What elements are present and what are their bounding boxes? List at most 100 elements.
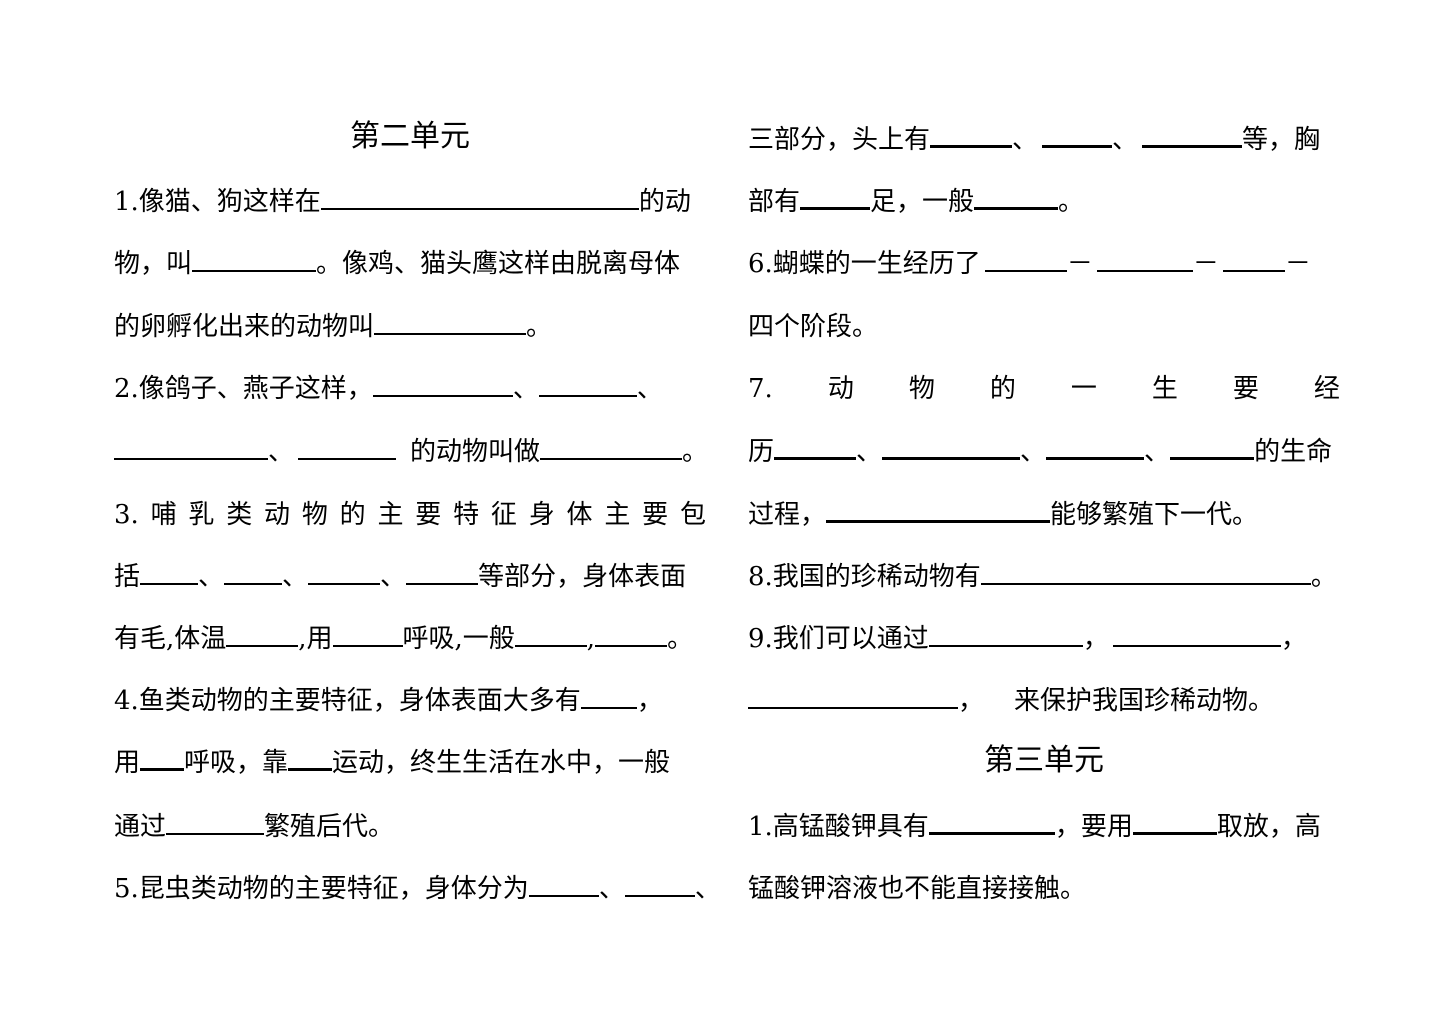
answer-blank[interactable] <box>372 371 513 397</box>
text: ,用 <box>298 624 333 654</box>
char: 类 <box>226 500 253 530</box>
text: 。像鸡、猫头鹰这样由脱离母体 <box>316 249 681 279</box>
answer-blank[interactable] <box>826 496 1051 523</box>
text: 通过 <box>114 812 167 842</box>
text: 能够繁殖下一代。 <box>1050 500 1259 530</box>
answer-blank[interactable] <box>192 246 317 272</box>
char: 要 <box>642 500 669 530</box>
text: 2.像鸽子、燕子这样， <box>114 374 373 404</box>
answer-blank[interactable] <box>298 434 397 460</box>
answer-blank[interactable] <box>226 621 299 647</box>
text: 、 <box>1012 125 1039 155</box>
answer-blank[interactable] <box>320 184 639 210</box>
char: 哺 <box>150 500 177 530</box>
text: 等部分，身体表面 <box>478 562 687 592</box>
text: 四个阶段。 <box>748 312 879 342</box>
text: 部有 <box>748 187 801 217</box>
unit-2-title: 第二单元 <box>114 117 706 157</box>
q7-line-3: 过程，能够繁殖下一代。 <box>748 495 1340 535</box>
text: 。 <box>667 624 694 654</box>
answer-blank[interactable] <box>538 371 637 397</box>
text: 等，胸 <box>1242 125 1321 155</box>
text: － <box>1284 249 1311 279</box>
q4-line-2: 用呼吸，靠运动，终生生活在水中，一般 <box>114 743 706 783</box>
u3-q1-line-2: 锰酸钾溶液也不能直接接触。 <box>748 869 1340 909</box>
char: 乳 <box>188 500 215 530</box>
text: 足，一般 <box>870 187 975 217</box>
char: 体 <box>566 500 593 530</box>
char: 要 <box>415 500 442 530</box>
text: 。 <box>526 312 553 342</box>
answer-blank[interactable] <box>140 559 199 585</box>
answer-blank[interactable] <box>224 559 283 585</box>
answer-blank[interactable] <box>774 433 857 460</box>
answer-blank[interactable] <box>580 683 637 709</box>
answer-blank[interactable] <box>308 559 381 585</box>
q5-line-3: 部有 足，一般 。 <box>748 182 1340 222</box>
text: 的动物叫做 <box>410 437 541 467</box>
answer-blank[interactable] <box>882 433 1021 460</box>
answer-blank[interactable] <box>514 621 587 647</box>
q3-line-2: 括、、、等部分，身体表面 <box>114 557 706 597</box>
q8-line-1: 8.我国的珍稀动物有。 <box>748 557 1340 597</box>
answer-blank[interactable] <box>974 183 1059 210</box>
answer-blank[interactable] <box>1042 121 1113 148</box>
answer-blank[interactable] <box>928 808 1055 835</box>
text: － <box>1192 249 1219 279</box>
text: － <box>1066 249 1093 279</box>
text: 、 <box>1020 437 1047 467</box>
answer-blank[interactable] <box>1132 808 1217 835</box>
char: 动 <box>827 374 854 404</box>
answer-blank[interactable] <box>1170 433 1255 460</box>
answer-blank[interactable] <box>980 559 1311 585</box>
q1-line-3: 的卵孵化出来的动物叫。 <box>114 307 706 347</box>
text: 运动，终生生活在水中，一般 <box>332 748 671 778</box>
text: 呼吸，靠 <box>184 748 289 778</box>
unit-2-title-text: 第二单元 <box>350 119 470 154</box>
answer-blank[interactable] <box>1112 621 1281 647</box>
answer-blank[interactable] <box>624 871 695 897</box>
char: 物 <box>301 500 328 530</box>
text: 。 <box>1058 187 1085 217</box>
char: 生 <box>1151 374 1178 404</box>
text: 繁殖后代。 <box>264 812 395 842</box>
text: 6.蝴蝶的一生经历了 <box>748 249 981 279</box>
char: 征 <box>490 500 517 530</box>
answer-blank[interactable] <box>1046 433 1145 460</box>
answer-blank[interactable] <box>528 871 599 897</box>
q5-line-2: 三部分，头上有、、等，胸 <box>748 120 1340 160</box>
text: 的动 <box>638 187 691 217</box>
q2-line-2: 、的动物叫做。 <box>114 432 708 472</box>
answer-blank[interactable] <box>406 559 479 585</box>
text: 4.鱼类动物的主要特征，身体表面大多有 <box>114 686 581 716</box>
text: 、 <box>512 374 539 404</box>
answer-blank[interactable] <box>374 309 527 335</box>
answer-blank[interactable] <box>928 621 1083 647</box>
answer-blank[interactable] <box>930 121 1013 148</box>
answer-blank[interactable] <box>166 809 265 835</box>
answer-blank[interactable] <box>984 246 1067 272</box>
char: 主 <box>377 500 404 530</box>
answer-blank[interactable] <box>114 434 268 460</box>
q6-line-2: 四个阶段。 <box>748 307 1340 347</box>
text: 、 <box>1144 437 1171 467</box>
answer-blank[interactable] <box>540 434 683 460</box>
text: 取放，高 <box>1216 812 1321 842</box>
answer-blank[interactable] <box>1222 246 1285 272</box>
char: 特 <box>453 500 480 530</box>
answer-blank[interactable] <box>332 621 403 647</box>
answer-blank[interactable] <box>1142 121 1243 148</box>
q9-line-1: 9.我们可以通过，， <box>748 619 1340 659</box>
q1-line-2: 物，叫。像鸡、猫头鹰这样由脱离母体 <box>114 244 706 284</box>
answer-blank[interactable] <box>288 744 333 771</box>
text: 括 <box>114 562 141 592</box>
answer-blank[interactable] <box>595 621 668 647</box>
answer-blank[interactable] <box>1096 246 1193 272</box>
answer-blank[interactable] <box>140 744 185 771</box>
text: 、 <box>268 437 295 467</box>
answer-blank[interactable] <box>748 683 958 709</box>
answer-blank[interactable] <box>800 183 871 210</box>
text: 有毛,体温 <box>114 624 227 654</box>
q1-line-1: 1.像猫、狗这样在的动 <box>114 182 706 222</box>
